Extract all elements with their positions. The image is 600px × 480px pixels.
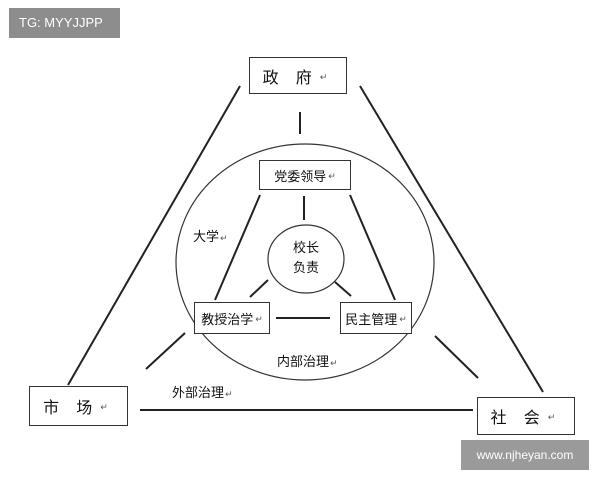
democratic-label: 民主管理: [345, 312, 398, 328]
university-circle: [175, 143, 435, 381]
professors-label: 教授治学: [201, 312, 254, 328]
external-governance-text: 外部治理: [172, 386, 225, 401]
president-circle: [267, 224, 345, 294]
connector-gov-society: [359, 85, 544, 393]
president-label-line1: 校长: [292, 241, 319, 256]
government-label: 政 府: [262, 67, 318, 87]
market-label: 市 场: [43, 398, 99, 417]
university-text: 大学: [193, 230, 220, 245]
paragraph-mark: ↵: [100, 403, 114, 413]
paragraph-mark: ↵: [330, 359, 338, 369]
market-node: 市 场↵: [29, 386, 128, 426]
connector-president-democratic: [334, 281, 352, 297]
external-governance-label: 外部治理↵: [172, 382, 233, 401]
democratic-node: 民主管理↵: [340, 302, 412, 334]
connector-president-professors: [249, 279, 269, 298]
president-label-line2: 负责: [292, 261, 319, 276]
society-label: 社 会: [490, 408, 546, 427]
connector-university-society: [434, 335, 479, 379]
watermark-top-left: TG: MYYJJPP: [9, 8, 120, 38]
connector-party-professors: [214, 194, 261, 301]
president-node: 校长 负责: [268, 226, 344, 292]
internal-governance-label: 内部治理↵: [277, 351, 338, 370]
watermark-bottom-right: www.njheyan.com: [461, 440, 589, 470]
connector-gov-market: [67, 85, 241, 386]
paragraph-mark: ↵: [328, 172, 336, 182]
university-label: 大学↵: [193, 226, 228, 245]
connector-university-market: [145, 332, 186, 370]
connector-party-democratic: [349, 194, 396, 301]
paragraph-mark: ↵: [319, 72, 334, 83]
government-node: 政 府↵: [249, 57, 347, 94]
paragraph-mark: ↵: [399, 315, 407, 325]
paragraph-mark: ↵: [220, 234, 228, 244]
paragraph-mark: ↵: [225, 390, 233, 400]
society-node: 社 会↵: [477, 397, 575, 435]
paragraph-mark: ↵: [547, 413, 562, 423]
paragraph-mark: ↵: [255, 315, 263, 325]
internal-governance-text: 内部治理: [277, 355, 330, 370]
professors-node: 教授治学↵: [194, 302, 270, 334]
party-leadership-node: 党委领导↵: [259, 160, 351, 190]
party-leadership-label: 党委领导: [274, 169, 327, 185]
